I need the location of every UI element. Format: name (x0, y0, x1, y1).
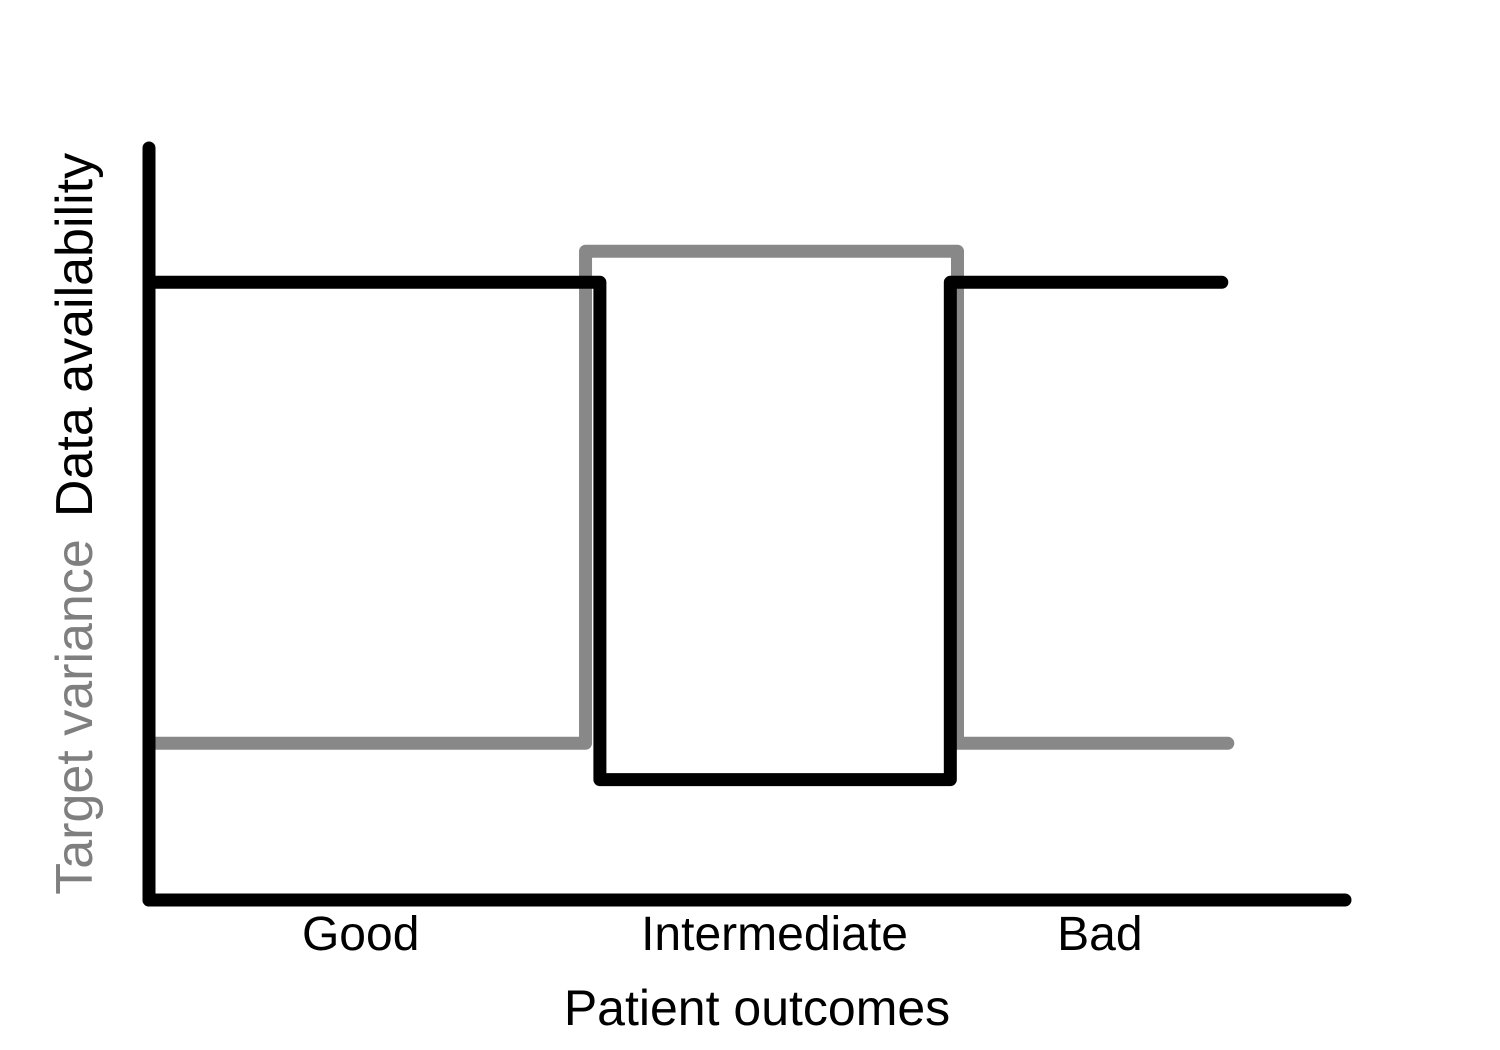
data-availability-line (143, 275, 1229, 787)
target-variance-line (143, 244, 1235, 750)
x-tick-label-intermediate: Intermediate (641, 908, 908, 961)
x-tick-label-good: Good (302, 908, 419, 961)
x-axis-title: Patient outcomes (564, 980, 950, 1036)
y-axis-title-data-availability: Data availability (46, 153, 104, 517)
x-tick-label-bad: Bad (1057, 908, 1142, 961)
y-axis-title-target-variance: Target variance (46, 539, 104, 895)
